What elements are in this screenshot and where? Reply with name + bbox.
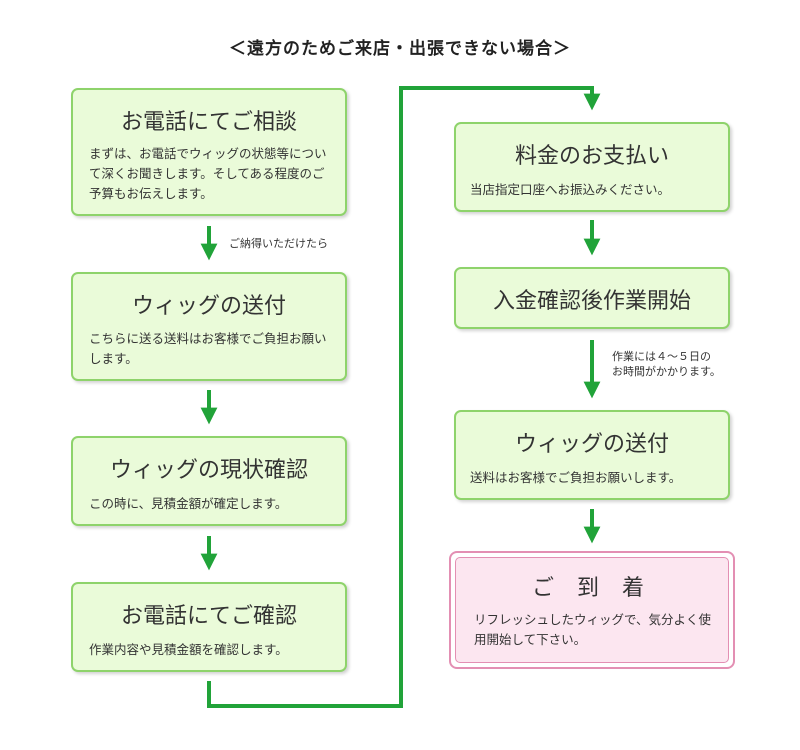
connector-step4-to-step5 bbox=[207, 86, 601, 708]
step-phone-confirmation-box: お電話にてご確認 作業内容や見積金額を確認します。 bbox=[71, 582, 347, 672]
step-title: ウィッグの送付 bbox=[514, 432, 669, 457]
arrival-inner-panel: ご 到 着 リフレッシュしたウィッグで、気分よく使用開始して下さい。 bbox=[455, 557, 729, 663]
step-description: まずは、お電話でウィッグの状態等について深くお聞きします。そしてある程度のご予算… bbox=[89, 146, 327, 201]
step-description: 当店指定口座へお振込みください。 bbox=[470, 182, 671, 197]
step-description: この時に、見積金額が確定します。 bbox=[89, 496, 288, 511]
note-line: 作業には４～５日の bbox=[612, 350, 711, 363]
step-payment-box: 料金のお支払い 当店指定口座へお振込みください。 bbox=[454, 122, 730, 212]
step-description: 作業内容や見積金額を確認します。 bbox=[89, 642, 288, 657]
step-arrival-box: ご 到 着 リフレッシュしたウィッグで、気分よく使用開始して下さい。 bbox=[449, 551, 735, 669]
step-title: ウィッグの送付 bbox=[131, 294, 286, 319]
step-title: ご 到 着 bbox=[532, 576, 652, 601]
step-wig-send-box: ウィッグの送付 こちらに送る送料はお客様でご負担お願いします。 bbox=[71, 272, 347, 381]
step-title: ウィッグの現状確認 bbox=[109, 458, 308, 483]
step-description: こちらに送る送料はお客様でご負担お願いします。 bbox=[89, 331, 327, 366]
step-title: 入金確認後作業開始 bbox=[492, 289, 691, 314]
note-work-duration: 作業には４～５日の お時間がかかります。 bbox=[612, 349, 721, 379]
step-consultation-box: お電話にてご相談 まずは、お電話でウィッグの状態等について深くお聞きします。そし… bbox=[71, 88, 347, 216]
step-description: リフレッシュしたウィッグで、気分よく使用開始して下さい。 bbox=[474, 612, 712, 647]
step-title: 料金のお支払い bbox=[514, 144, 669, 169]
step-wig-return-box: ウィッグの送付 送料はお客様でご負担お願いします。 bbox=[454, 410, 730, 500]
step-title: お電話にてご相談 bbox=[120, 110, 297, 135]
note-line: お時間がかかります。 bbox=[612, 365, 721, 378]
step-wig-inspection-box: ウィッグの現状確認 この時に、見積金額が確定します。 bbox=[71, 436, 347, 526]
step-title: お電話にてご確認 bbox=[120, 604, 297, 629]
page-title: ＜遠方のためご来店・出張できない場合＞ bbox=[229, 39, 571, 59]
note-after-consultation: ご納得いただけたら bbox=[229, 237, 328, 250]
step-description: 送料はお客様でご負担お願いします。 bbox=[470, 470, 682, 485]
step-work-start-box: 入金確認後作業開始 bbox=[454, 267, 730, 329]
